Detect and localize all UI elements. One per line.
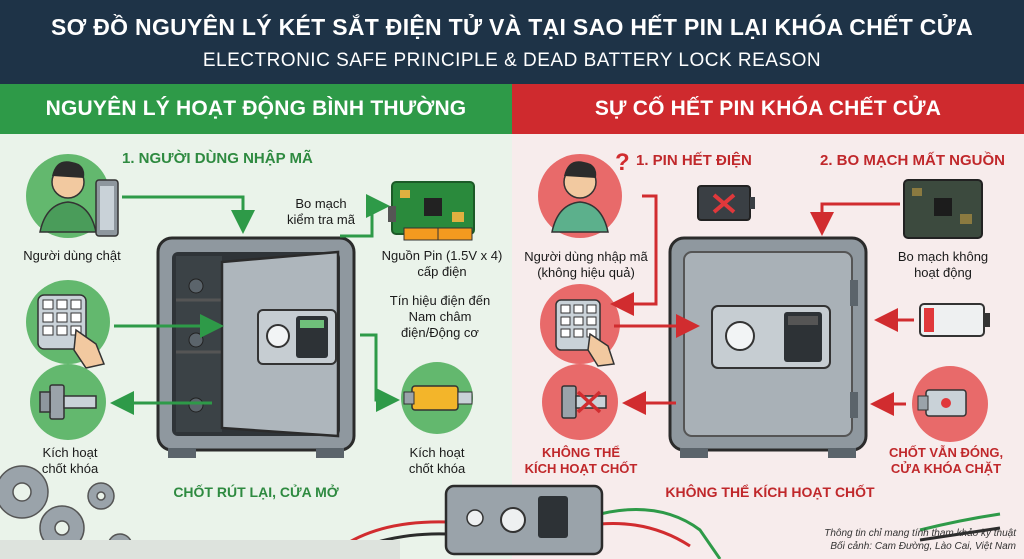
step-battery-dead: 1. PIN HẾT ĐIỆN	[636, 152, 752, 169]
circuit-board-icon	[388, 181, 475, 235]
keypad-icon	[540, 284, 620, 367]
activate-latch-left: Kích hoạt chốt khóa	[41, 445, 99, 476]
latch-icon	[912, 366, 988, 442]
latch-closed-label: CHỐT VẪN ĐÓNG, CỬA KHÓA CHẶT	[888, 445, 1004, 476]
signal-label: Tín hiệu điện đến Nam châm điện/Động cơ	[389, 293, 491, 340]
latch-icon	[30, 364, 106, 440]
latch-icon	[401, 362, 473, 434]
user-label: Người dùng chật	[23, 248, 121, 263]
dead-battery-title: SỰ CỐ HẾT PIN KHÓA CHẾT CỬA	[512, 84, 1024, 134]
safe-icon	[0, 484, 604, 559]
person-icon	[26, 154, 110, 238]
failure-result: KHÔNG THỂ KÍCH HOẠT CHỐT	[665, 484, 875, 500]
normal-operation-title: NGUYÊN LÝ HOẠT ĐỘNG BÌNH THƯỜNG	[0, 84, 512, 134]
board-check-label: Bo mạch kiểm tra mã	[287, 196, 355, 227]
board-inactive-label: Bo mạch không hoạt động	[897, 249, 989, 280]
keypad-icon	[95, 179, 119, 237]
header: SƠ ĐỒ NGUYÊN LÝ KÉT SẮT ĐIỆN TỬ VÀ TẠI S…	[0, 0, 1024, 84]
safe-icon	[668, 236, 868, 458]
step-board-no-power: 2. BO MẠCH MẤT NGUỒN	[820, 152, 1005, 169]
cross-icon	[712, 193, 736, 214]
step-enter-code: 1. NGƯỜI DÙNG NHẬP MÃ	[122, 150, 313, 167]
footer-note-line1: Thông tin chỉ mang tính tham khảo kỹ thu…	[824, 528, 1016, 539]
keypad-icon	[26, 280, 110, 369]
cannot-activate-label: KHÔNG THỂ KÍCH HOẠT CHỐT	[524, 445, 638, 476]
safe-icon	[156, 236, 356, 458]
question-mark-icon: ?	[615, 149, 630, 176]
circuit-board-icon	[903, 179, 983, 239]
battery-supply-label: Nguồn Pin (1.5V x 4) cấp điện	[381, 248, 503, 279]
svg-text:?: ?	[615, 149, 630, 176]
activate-latch-right: Kích hoạt chốt khóa	[408, 445, 466, 476]
page-title: SƠ ĐỒ NGUYÊN LÝ KÉT SẮT ĐIỆN TỬ VÀ TẠI S…	[51, 14, 973, 40]
page-subtitle: ELECTRONIC SAFE PRINCIPLE & DEAD BATTERY…	[202, 50, 822, 71]
latch-icon	[542, 364, 618, 440]
normal-result: CHỐT RÚT LẠI, CỬA MỞ	[173, 484, 339, 500]
person-icon	[538, 154, 622, 238]
user-ineffective-label: Người dùng nhập mã (không hiệu quả)	[524, 249, 648, 280]
battery-icon	[919, 303, 990, 337]
footer-note-line2: Bối cảnh: Cam Đường, Lào Cai, Việt Nam	[830, 541, 1016, 552]
battery-icon	[403, 227, 473, 241]
